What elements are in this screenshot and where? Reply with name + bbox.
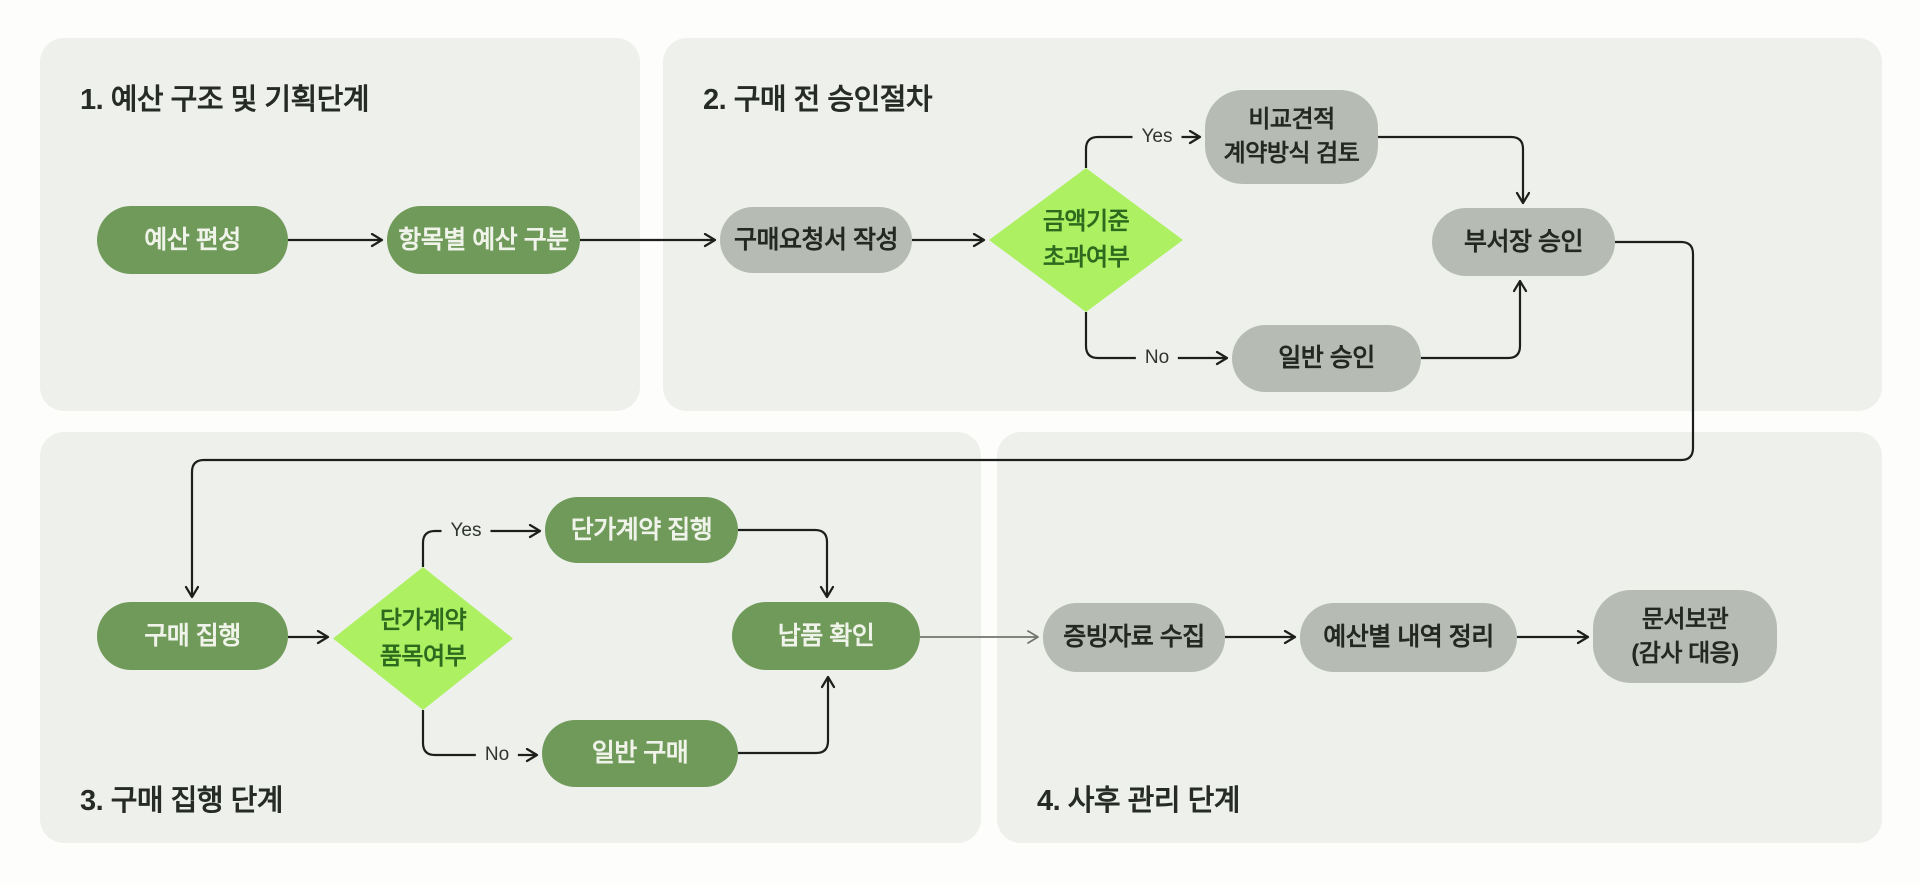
node-delivery-confirmation[interactable]: 납품 확인	[732, 602, 920, 670]
edge-label-threshold-no: No	[1135, 346, 1179, 370]
connector-dept-approval-to-purchase-execution	[192, 240, 1695, 596]
connector-threshold-no-to-general-approval	[1084, 312, 1226, 358]
node-budget-preparation[interactable]: 예산 편성	[97, 206, 288, 274]
node-department-head-approval[interactable]: 부서장 승인	[1432, 208, 1615, 276]
connector-general-purchase-to-delivery	[738, 678, 828, 755]
node-evidence-collection[interactable]: 증빙자료 수집	[1043, 603, 1225, 672]
connector-quote-review-to-dept-approval	[1378, 135, 1523, 202]
connector-contract-execution-to-delivery	[738, 528, 827, 596]
edge-label-unit-price-no: No	[475, 743, 519, 767]
section-2-title: 2. 구매 전 승인절차	[703, 84, 933, 116]
node-budget-ledger-organization[interactable]: 예산별 내역 정리	[1300, 603, 1517, 672]
edge-label-unit-price-yes: Yes	[441, 519, 491, 543]
node-general-purchase[interactable]: 일반 구매	[542, 720, 738, 787]
section-1-title: 1. 예산 구조 및 기획단계	[80, 84, 370, 116]
node-general-approval[interactable]: 일반 승인	[1232, 325, 1421, 392]
node-purchase-request-write[interactable]: 구매요청서 작성	[720, 207, 912, 273]
section-3-title: 3. 구매 집행 단계	[80, 785, 283, 817]
node-budget-item-classification[interactable]: 항목별 예산 구분	[387, 206, 580, 274]
node-unit-price-contract-execution[interactable]: 단가계약 집행	[545, 497, 738, 563]
connector-general-approval-to-dept-approval	[1421, 282, 1520, 360]
connector-threshold-yes-to-quote-review	[1084, 137, 1199, 168]
connector-unit-price-yes-to-contract-execution	[421, 531, 539, 567]
node-document-archiving[interactable]: 문서보관 (감사 대응)	[1593, 590, 1777, 683]
connector-unit-price-no-to-general-purchase	[421, 710, 536, 755]
node-purchase-execution[interactable]: 구매 집행	[97, 602, 288, 670]
node-comparative-quote-review[interactable]: 비교견적 계약방식 검토	[1205, 90, 1378, 184]
edge-label-threshold-yes: Yes	[1132, 125, 1182, 149]
section-4-title: 4. 사후 관리 단계	[1037, 785, 1240, 817]
